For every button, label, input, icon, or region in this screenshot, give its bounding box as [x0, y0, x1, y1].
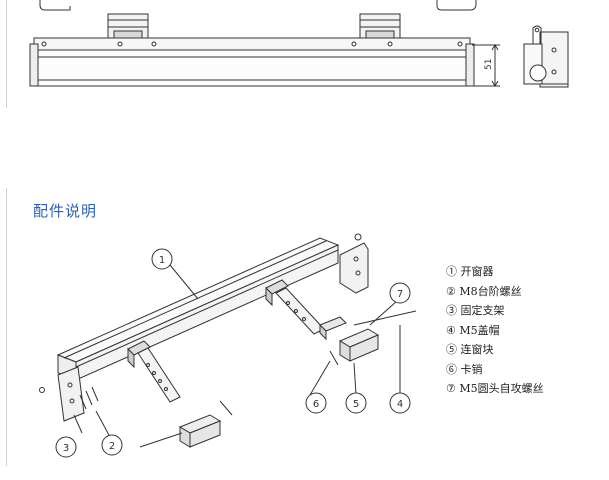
- callout-2-label: 2: [109, 441, 115, 452]
- left-pin-rod: [139, 432, 183, 448]
- clip-pin-right: [329, 350, 339, 366]
- callout-1-circle: [151, 248, 173, 270]
- screw-left: [39, 387, 45, 393]
- actuator-top-rail: [33, 37, 471, 51]
- right-connect-block: [338, 328, 380, 362]
- legend-item-6: ⑥ 卡销: [446, 362, 483, 376]
- right-pin-rod: [353, 310, 417, 326]
- dimension-label: 51: [484, 59, 494, 70]
- right-bar-bracket: [265, 279, 289, 307]
- left-bar-bracket: [127, 340, 151, 369]
- legend-item-2: ② M8台阶螺丝: [446, 284, 522, 298]
- callout-6-label: 6: [313, 399, 319, 410]
- callout-4-circle: [389, 392, 411, 414]
- actuator-body: [35, 49, 469, 87]
- top-left-hook: [39, 0, 71, 11]
- callout-2-circle: [101, 434, 123, 456]
- callout-5-circle: [345, 392, 367, 414]
- callout-6-circle: [305, 392, 327, 414]
- top-technical-drawing: 51: [29, 0, 569, 88]
- screw-top: [354, 233, 362, 241]
- left-margin-rule: [6, 0, 7, 108]
- legend-item-3: ③ 固定支架: [446, 304, 505, 317]
- legend-item-4: ④ M5盖帽: [446, 323, 500, 337]
- callout-4-label: 4: [397, 399, 403, 410]
- left-margin-rule-lower: [6, 188, 7, 466]
- callout-5-label: 5: [353, 399, 359, 410]
- callout-7-circle: [389, 282, 411, 304]
- legend-item-5: ⑤ 连窗块: [446, 343, 494, 356]
- callout-7-label: 7: [397, 289, 403, 300]
- section-title: 配件说明: [33, 202, 98, 220]
- legend-item-7: ⑦ M5圆头自攻螺丝: [446, 382, 544, 395]
- legend-item-1: ① 开窗器: [446, 265, 494, 278]
- callout-3-circle: [55, 436, 77, 458]
- parts-legend: ① 开窗器 ② M8台阶螺丝 ③ 固定支架 ④ M5盖帽 ⑤ 连窗块 ⑥ 卡销 …: [446, 262, 606, 399]
- side-profile-view: [523, 25, 569, 88]
- top-right-hook: [436, 0, 477, 11]
- callout-1-label: 1: [159, 255, 165, 266]
- callout-3-label: 3: [63, 443, 69, 454]
- clip-pin: [219, 400, 233, 416]
- right-support-arm: [275, 287, 325, 335]
- left-fixed-bracket: [57, 366, 99, 422]
- exploded-assembly-diagram: 1 2 3 4 5 6 7: [39, 233, 417, 458]
- right-fixed-bracket: [339, 242, 369, 294]
- left-sash-block: [178, 414, 222, 448]
- left-support-arm: [137, 347, 181, 403]
- right-arm-block: [319, 316, 347, 341]
